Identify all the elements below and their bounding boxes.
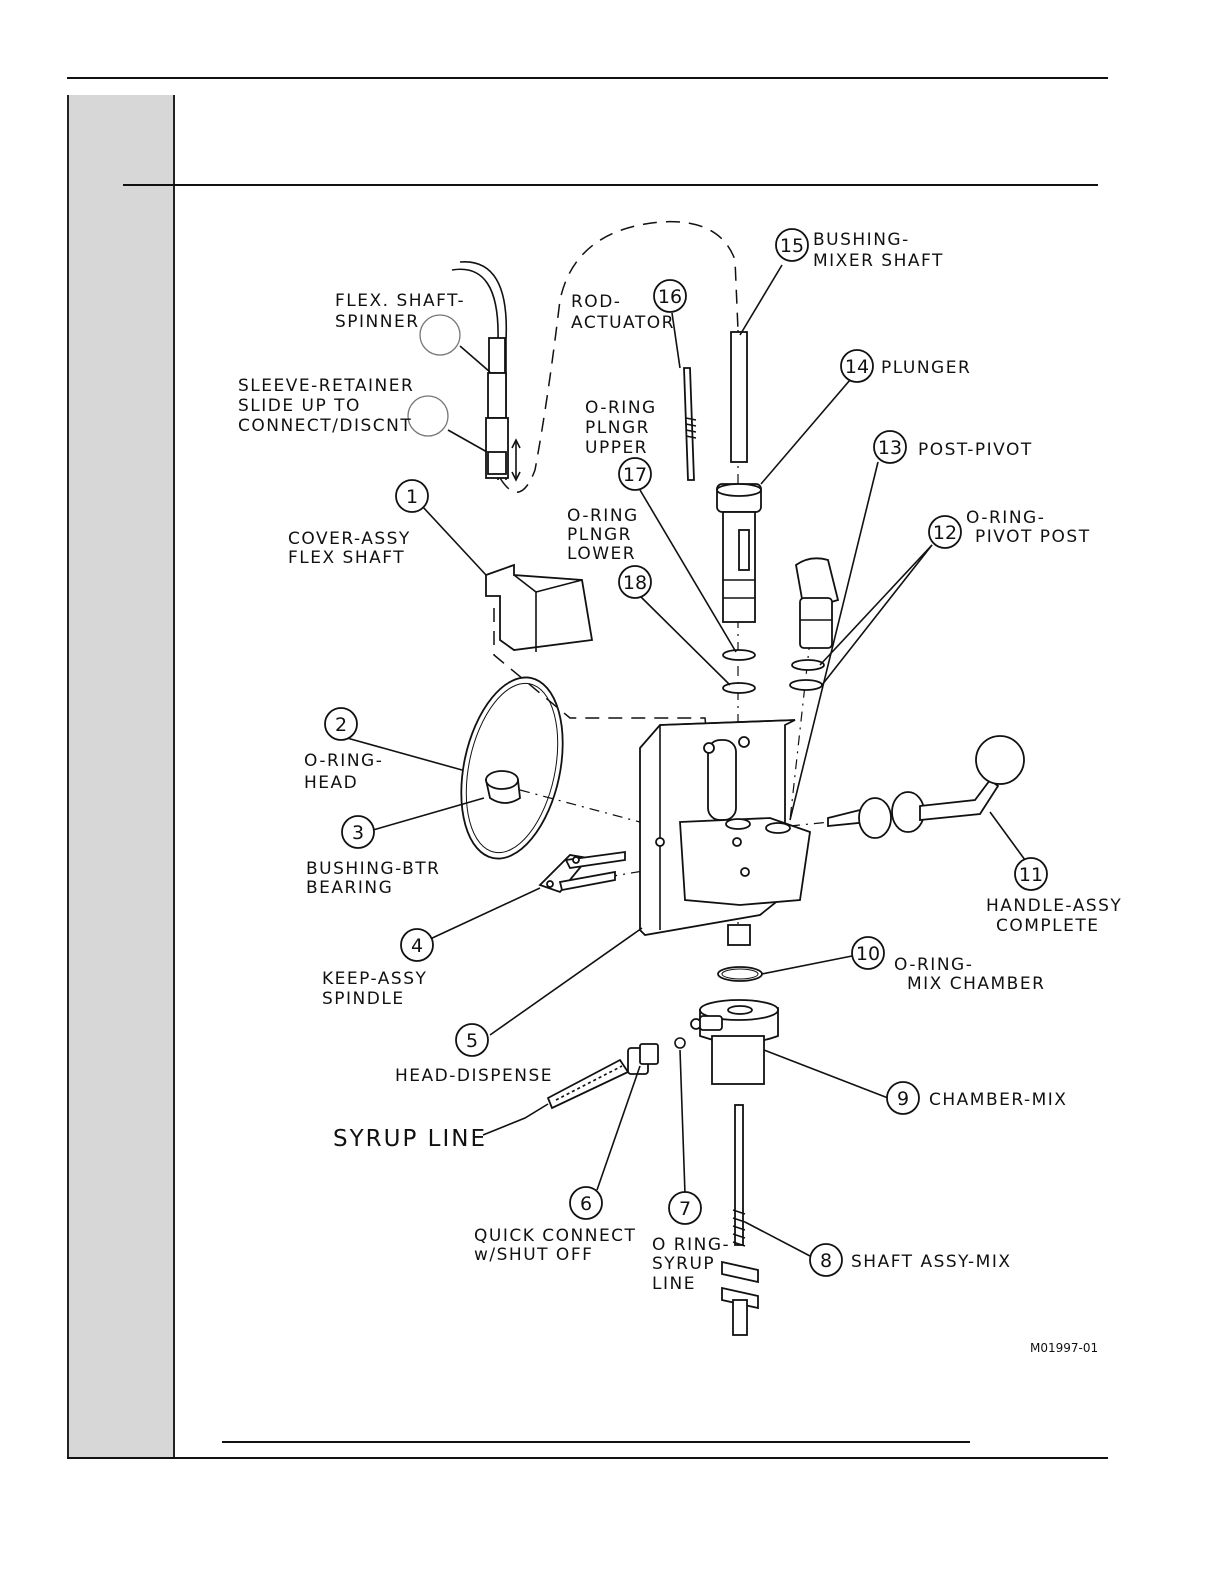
label-cover-assy-line-2: FLEX SHAFT — [288, 548, 405, 568]
label-o-ring-plngr-upper-line-1: O-RING — [585, 398, 657, 418]
label-o-ring-syrup-line-1: O RING- — [652, 1235, 730, 1255]
head-dispense-part — [639, 719, 811, 946]
callout-number-14: 14 — [845, 356, 869, 378]
rod-actuator-part — [683, 367, 697, 481]
callout-number-11: 11 — [1019, 864, 1043, 886]
flex-shaft-spinner-part — [451, 261, 521, 482]
label-cover-assy-line-1: COVER-ASSY — [288, 529, 411, 549]
shaft-assy-mix-part — [721, 1104, 759, 1336]
label-o-ring-plngr-lower-line-2: PLNGR — [567, 525, 632, 545]
label-keep-assy-line-2: SPINDLE — [322, 989, 405, 1009]
label-o-ring-head-line-1: O-RING- — [304, 751, 383, 771]
callout-number-6: 6 — [580, 1193, 592, 1215]
callout-number-2: 2 — [335, 714, 347, 736]
o-ring-head-part — [460, 676, 564, 860]
label-bushing-mixer-shaft-line-1: BUSHING- — [813, 230, 910, 250]
spinner-blank-circle — [419, 314, 461, 356]
label-o-ring-plngr-lower-line-1: O-RING — [567, 506, 639, 526]
post-pivot-part — [795, 557, 840, 649]
callout-number-17: 17 — [623, 464, 647, 486]
label-o-ring-head-line-2: HEAD — [304, 773, 358, 793]
label-o-ring-pivot-post-line-1: O-RING- — [966, 508, 1045, 528]
sleeve-blank-circle — [407, 395, 449, 437]
label-sleeve-retainer-line-3: CONNECT/DISCNT — [238, 416, 412, 436]
drawing-number: M01997-01 — [1030, 1341, 1098, 1355]
label-o-ring-syrup-line-2: SYRUP — [652, 1254, 715, 1274]
label-handle-assy-line-1: HANDLE-ASSY — [986, 896, 1122, 916]
handle-assy-part — [827, 735, 1025, 839]
plunger-part — [716, 483, 762, 623]
cover-to-head-dashed — [493, 608, 709, 749]
label-bushing-btr-line-2: BEARING — [306, 878, 393, 898]
callout-number-4: 4 — [411, 935, 423, 957]
o-ring-pivot-post-1 — [791, 659, 825, 671]
label-o-ring-mix-chamber-line-2: MIX CHAMBER — [907, 974, 1045, 994]
syrup-line-part — [546, 1058, 630, 1110]
o-ring-syrup-line-part — [674, 1037, 686, 1049]
page-sidebar-tab — [67, 95, 175, 1458]
callout-number-18: 18 — [623, 572, 647, 594]
callout-number-7: 7 — [679, 1198, 691, 1220]
callout-number-1: 1 — [406, 486, 418, 508]
callout-number-10: 10 — [856, 943, 880, 965]
callout-number-13: 13 — [878, 437, 902, 459]
label-o-ring-plngr-upper-line-2: PLNGR — [585, 418, 650, 438]
callout-circles — [324, 228, 1048, 1277]
label-o-ring-plngr-upper-line-3: UPPER — [585, 438, 648, 458]
label-handle-assy-line-2: COMPLETE — [996, 916, 1100, 936]
quick-connect-part — [627, 1043, 659, 1075]
label-bushing-btr-line-1: BUSHING-BTR — [306, 859, 440, 879]
callout-number-12: 12 — [933, 522, 957, 544]
label-syrup-line: SYRUP LINE — [333, 1126, 487, 1152]
callout-number-15: 15 — [780, 235, 804, 257]
label-bushing-mixer-shaft-line-2: MIXER SHAFT — [813, 251, 944, 271]
label-shaft-assy-mix: SHAFT ASSY-MIX — [851, 1252, 1012, 1272]
flex-shaft-routing-dashed — [499, 220, 739, 493]
keep-assy-spindle-part — [538, 850, 626, 894]
label-o-ring-mix-chamber-line-1: O-RING- — [894, 955, 973, 975]
label-sleeve-retainer-line-2: SLIDE UP TO — [238, 396, 361, 416]
label-flex-shaft-spinner-line-2: SPINNER — [335, 312, 420, 332]
label-head-dispense: HEAD-DISPENSE — [395, 1066, 553, 1086]
callout-number-5: 5 — [466, 1030, 478, 1052]
callout-number-3: 3 — [352, 822, 364, 844]
label-o-ring-syrup-line-3: LINE — [652, 1274, 696, 1294]
label-sleeve-retainer-line-1: SLEEVE-RETAINER — [238, 376, 414, 396]
label-flex-shaft-spinner-line-1: FLEX. SHAFT- — [335, 291, 465, 311]
bushing-btr-bearing-part — [484, 770, 521, 804]
callout-number-9: 9 — [897, 1088, 909, 1110]
callout-number-8: 8 — [820, 1250, 832, 1272]
o-ring-plunger-upper — [722, 649, 756, 661]
label-post-pivot: POST-PIVOT — [918, 440, 1033, 460]
bushing-axis-line — [519, 789, 641, 823]
label-rod-actuator-line-1: ROD- — [571, 292, 621, 312]
chamber-mix-part — [690, 999, 779, 1085]
bushing-mixer-shaft-part — [730, 331, 748, 463]
label-rod-actuator-line-2: ACTUATOR — [571, 313, 675, 333]
label-keep-assy-line-1: KEEP-ASSY — [322, 969, 427, 989]
label-o-ring-pivot-post-line-2: PIVOT POST — [975, 527, 1091, 547]
o-ring-plunger-lower — [722, 682, 756, 694]
label-chamber-mix: CHAMBER-MIX — [929, 1090, 1067, 1110]
label-o-ring-plngr-lower-line-3: LOWER — [567, 544, 636, 564]
label-plunger: PLUNGER — [881, 358, 971, 378]
leader-lines — [346, 264, 1026, 1257]
cover-assy-flex-shaft-part — [485, 563, 594, 652]
label-quick-connect-line-2: w/SHUT OFF — [474, 1245, 593, 1265]
callout-number-16: 16 — [658, 286, 682, 308]
label-quick-connect-line-1: QUICK CONNECT — [474, 1226, 636, 1246]
o-ring-pivot-post-2 — [789, 679, 823, 691]
